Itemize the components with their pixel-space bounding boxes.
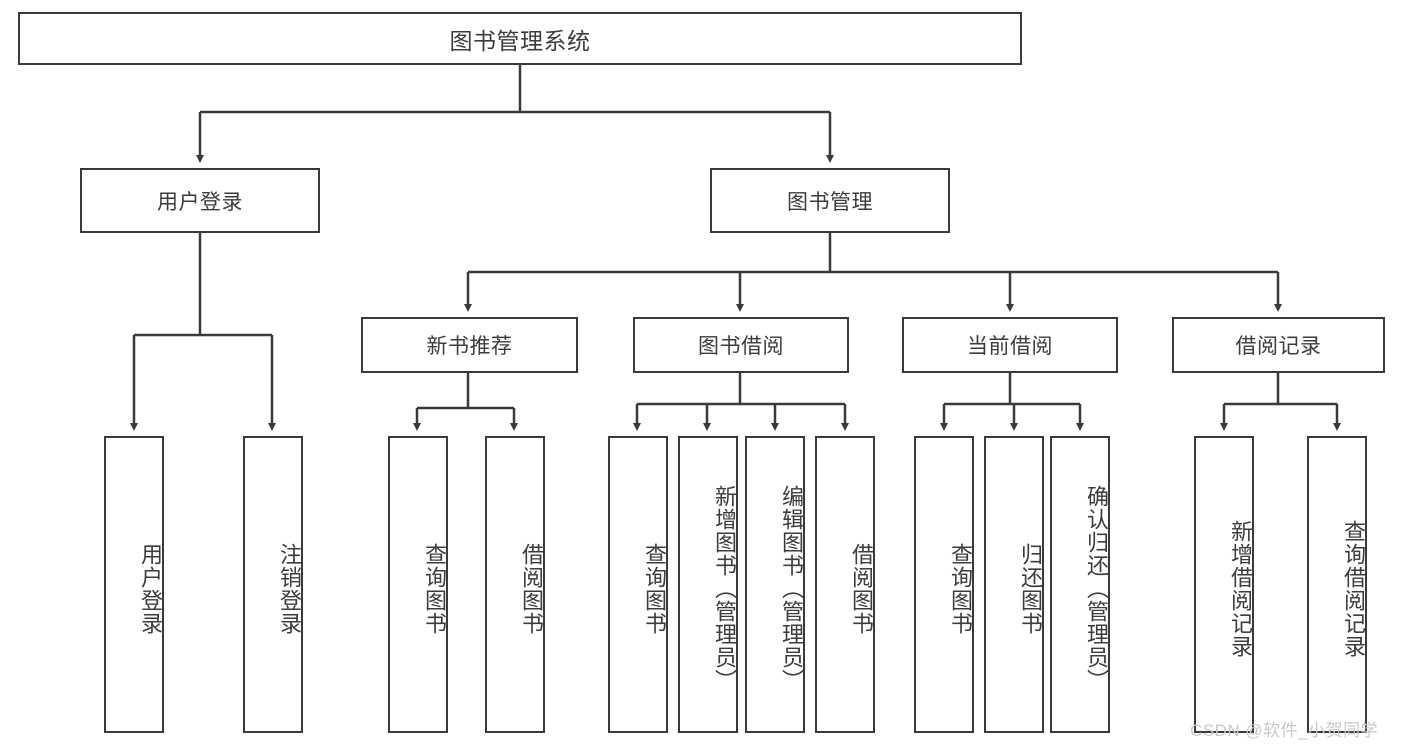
node-book-management[interactable]: 图书管理	[710, 168, 950, 233]
leaf-current-confirm-return[interactable]: 确认归还（管理员）	[1050, 436, 1110, 733]
node-borrow-record[interactable]: 借阅记录	[1172, 317, 1385, 373]
node-root[interactable]: 图书管理系统	[18, 12, 1022, 65]
leaf-label: 查询图书	[948, 542, 973, 635]
leaf-borrow-borrow-book[interactable]: 借阅图书	[815, 436, 875, 733]
leaf-new-book-query[interactable]: 查询图书	[388, 436, 448, 733]
leaf-borrow-edit-book[interactable]: 编辑图书（管理员）	[745, 436, 805, 733]
leaf-current-return-book[interactable]: 归还图书	[984, 436, 1044, 733]
node-new-book-recommend[interactable]: 新书推荐	[361, 317, 578, 373]
leaf-borrow-add-book[interactable]: 新增图书（管理员）	[678, 436, 738, 733]
leaf-label: 归还图书	[1018, 542, 1043, 635]
leaf-label: 注销登录	[277, 542, 302, 635]
leaf-label: 查询图书	[422, 542, 447, 635]
node-user-login-label: 用户登录	[157, 190, 243, 214]
leaf-user-login-logout[interactable]: 注销登录	[243, 436, 303, 733]
leaf-label: 新增借阅记录	[1228, 519, 1253, 658]
leaf-label: 用户登录	[138, 542, 163, 635]
node-book-borrow-label: 图书借阅	[698, 335, 784, 358]
node-borrow-record-label: 借阅记录	[1235, 335, 1322, 358]
node-current-borrow-label: 当前借阅	[967, 335, 1053, 358]
leaf-label: 借阅图书	[519, 542, 544, 635]
leaf-current-query-book[interactable]: 查询图书	[914, 436, 974, 733]
leaf-record-add[interactable]: 新增借阅记录	[1194, 436, 1254, 733]
node-book-management-label: 图书管理	[787, 190, 873, 214]
node-root-label: 图书管理系统	[449, 27, 591, 54]
leaf-label: 查询图书	[642, 542, 667, 635]
leaf-label: 查询借阅记录	[1341, 519, 1366, 658]
node-user-login[interactable]: 用户登录	[80, 168, 320, 233]
node-book-borrow[interactable]: 图书借阅	[633, 317, 849, 373]
leaf-record-query[interactable]: 查询借阅记录	[1307, 436, 1367, 733]
leaf-label: 借阅图书	[849, 542, 874, 635]
leaf-borrow-query-book[interactable]: 查询图书	[608, 436, 668, 733]
leaf-user-login-login[interactable]: 用户登录	[104, 436, 164, 733]
leaf-label: 新增图书（管理员）	[712, 485, 737, 692]
leaf-new-book-borrow[interactable]: 借阅图书	[485, 436, 545, 733]
leaf-label: 确认归还（管理员）	[1084, 485, 1109, 692]
csdn-watermark: CSDN @软件_小贺同学	[1190, 721, 1379, 740]
node-new-book-recommend-label: 新书推荐	[426, 335, 513, 358]
node-current-borrow[interactable]: 当前借阅	[902, 317, 1118, 373]
leaf-label: 编辑图书（管理员）	[779, 485, 804, 692]
